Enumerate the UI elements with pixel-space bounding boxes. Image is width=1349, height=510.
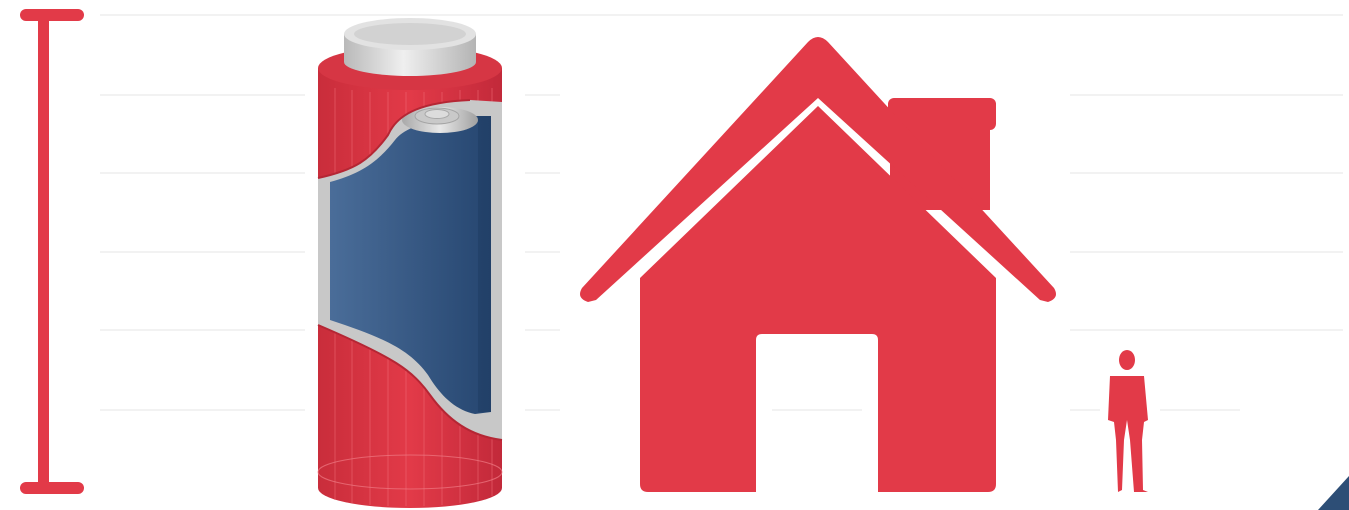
corner-triangle-icon [1318,476,1349,510]
person-icon [1100,340,1160,500]
house-icon [560,30,1070,510]
battery-icon [305,18,525,510]
height-scale-icon [20,9,84,494]
